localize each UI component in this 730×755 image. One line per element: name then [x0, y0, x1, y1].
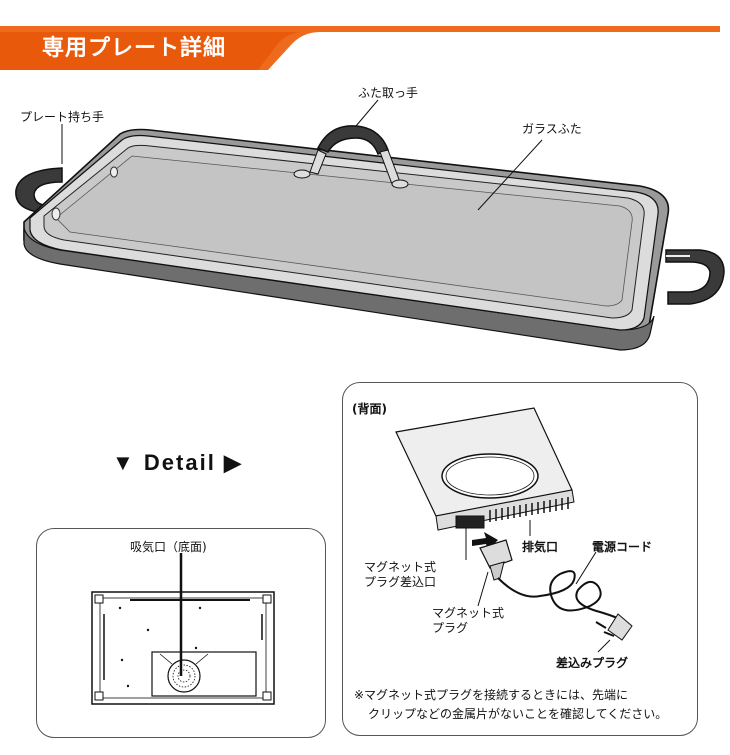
down-triangle-icon: ▼	[112, 450, 136, 475]
cord-label: 電源コード	[592, 540, 653, 554]
plate-handle-label: プレート持ち手	[20, 110, 105, 124]
connection-note: ※マグネット式プラグを接続するときには、先端に クリップなどの金属片がないことを…	[354, 686, 667, 724]
plug-label: マグネット式 プラグ	[432, 606, 504, 636]
power-plug-label: 差込みプラグ	[556, 656, 629, 670]
intake-label: 吸気口（底面)	[130, 540, 207, 554]
detail-label: Detail	[143, 450, 216, 475]
header-banner	[0, 26, 720, 70]
right-triangle-icon: ▶	[223, 450, 243, 475]
detail-heading: ▼ Detail ▶	[112, 450, 243, 476]
page-title: 専用プレート詳細	[42, 36, 227, 61]
lid-handle-label: ふた取っ手	[358, 86, 419, 100]
connector-label-line2: プラグ差込口	[364, 575, 437, 589]
plug-label-line1: マグネット式	[432, 606, 505, 620]
note-line2: クリップなどの金属片がないことを確認してください。	[368, 707, 668, 721]
connector-label: マグネット式 プラグ差込口	[364, 560, 436, 590]
back-view-title: (背面)	[352, 402, 387, 416]
connector-label-line1: マグネット式	[364, 560, 437, 574]
note-line1: ※マグネット式プラグを接続するときには、先端に	[354, 688, 629, 702]
exhaust-label: 排気口	[522, 540, 559, 554]
glass-lid-label: ガラスふた	[522, 122, 582, 136]
plug-label-line2: プラグ	[432, 621, 469, 635]
